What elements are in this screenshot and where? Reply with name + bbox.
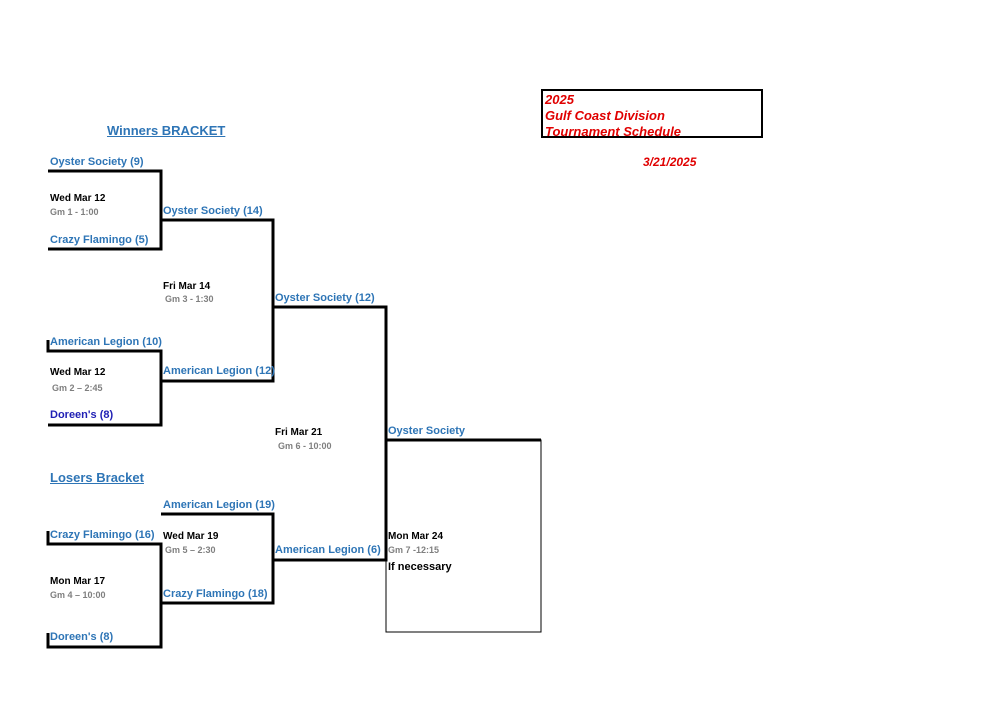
g1-day: Wed Mar 12: [50, 193, 106, 204]
winners-bracket-heading: Winners BRACKET: [107, 123, 226, 138]
schedule-date: 3/21/2025: [643, 155, 697, 169]
g7-game: Gm 7 -12:15: [388, 545, 440, 555]
g6-bracket-line: [273, 305, 388, 562]
g7-day: Mon Mar 24: [388, 531, 444, 542]
g6-day: Fri Mar 21: [275, 427, 323, 438]
g2-team-bottom: Doreen's (8): [50, 409, 114, 421]
title-schedule: Tournament Schedule: [545, 124, 682, 139]
g5-team-top: American Legion (19): [163, 499, 275, 511]
g4-team-bottom: Doreen's (8): [50, 631, 114, 643]
g3-bracket-line: [161, 218, 275, 383]
losers-bracket-heading: Losers Bracket: [50, 470, 144, 485]
g6-game: Gm 6 - 10:00: [278, 441, 332, 451]
g4-game: Gm 4 – 10:00: [50, 590, 106, 600]
g2-team-top: American Legion (10): [50, 336, 162, 348]
g4-day: Mon Mar 17: [50, 576, 106, 587]
g4-team-top: Crazy Flamingo (16): [50, 529, 155, 541]
title-year: 2025: [545, 92, 574, 107]
g6-winner: Oyster Society: [388, 425, 466, 437]
g5-winner: American Legion (6): [275, 544, 381, 556]
g7-note: If necessary: [388, 561, 452, 573]
g3-team-top: Oyster Society (14): [163, 205, 263, 217]
g1-game: Gm 1 - 1:00: [50, 207, 99, 217]
g3-day: Fri Mar 14: [163, 281, 211, 292]
g3-winner: Oyster Society (12): [275, 292, 375, 304]
g1-team-bottom: Crazy Flamingo (5): [50, 234, 149, 246]
g5-game: Gm 5 – 2:30: [165, 545, 216, 555]
g1-bracket-line: [48, 169, 163, 251]
g4-bracket-line: [46, 531, 163, 649]
g7-box: [385, 439, 542, 633]
g2-bracket-line: [46, 340, 163, 427]
g1-team-top: Oyster Society (9): [50, 156, 144, 168]
title-division: Gulf Coast Division: [545, 108, 665, 123]
g2-day: Wed Mar 12: [50, 367, 106, 378]
g3-team-bottom: American Legion (12): [163, 365, 275, 377]
g5-bracket-line: [161, 512, 275, 605]
g3-game: Gm 3 - 1:30: [165, 294, 214, 304]
g5-team-bottom: Crazy Flamingo (18): [163, 588, 268, 600]
g5-day: Wed Mar 19: [163, 531, 219, 542]
tournament-title-box: 2025 Gulf Coast Division Tournament Sche…: [541, 89, 763, 139]
g2-game: Gm 2 – 2:45: [52, 383, 103, 393]
